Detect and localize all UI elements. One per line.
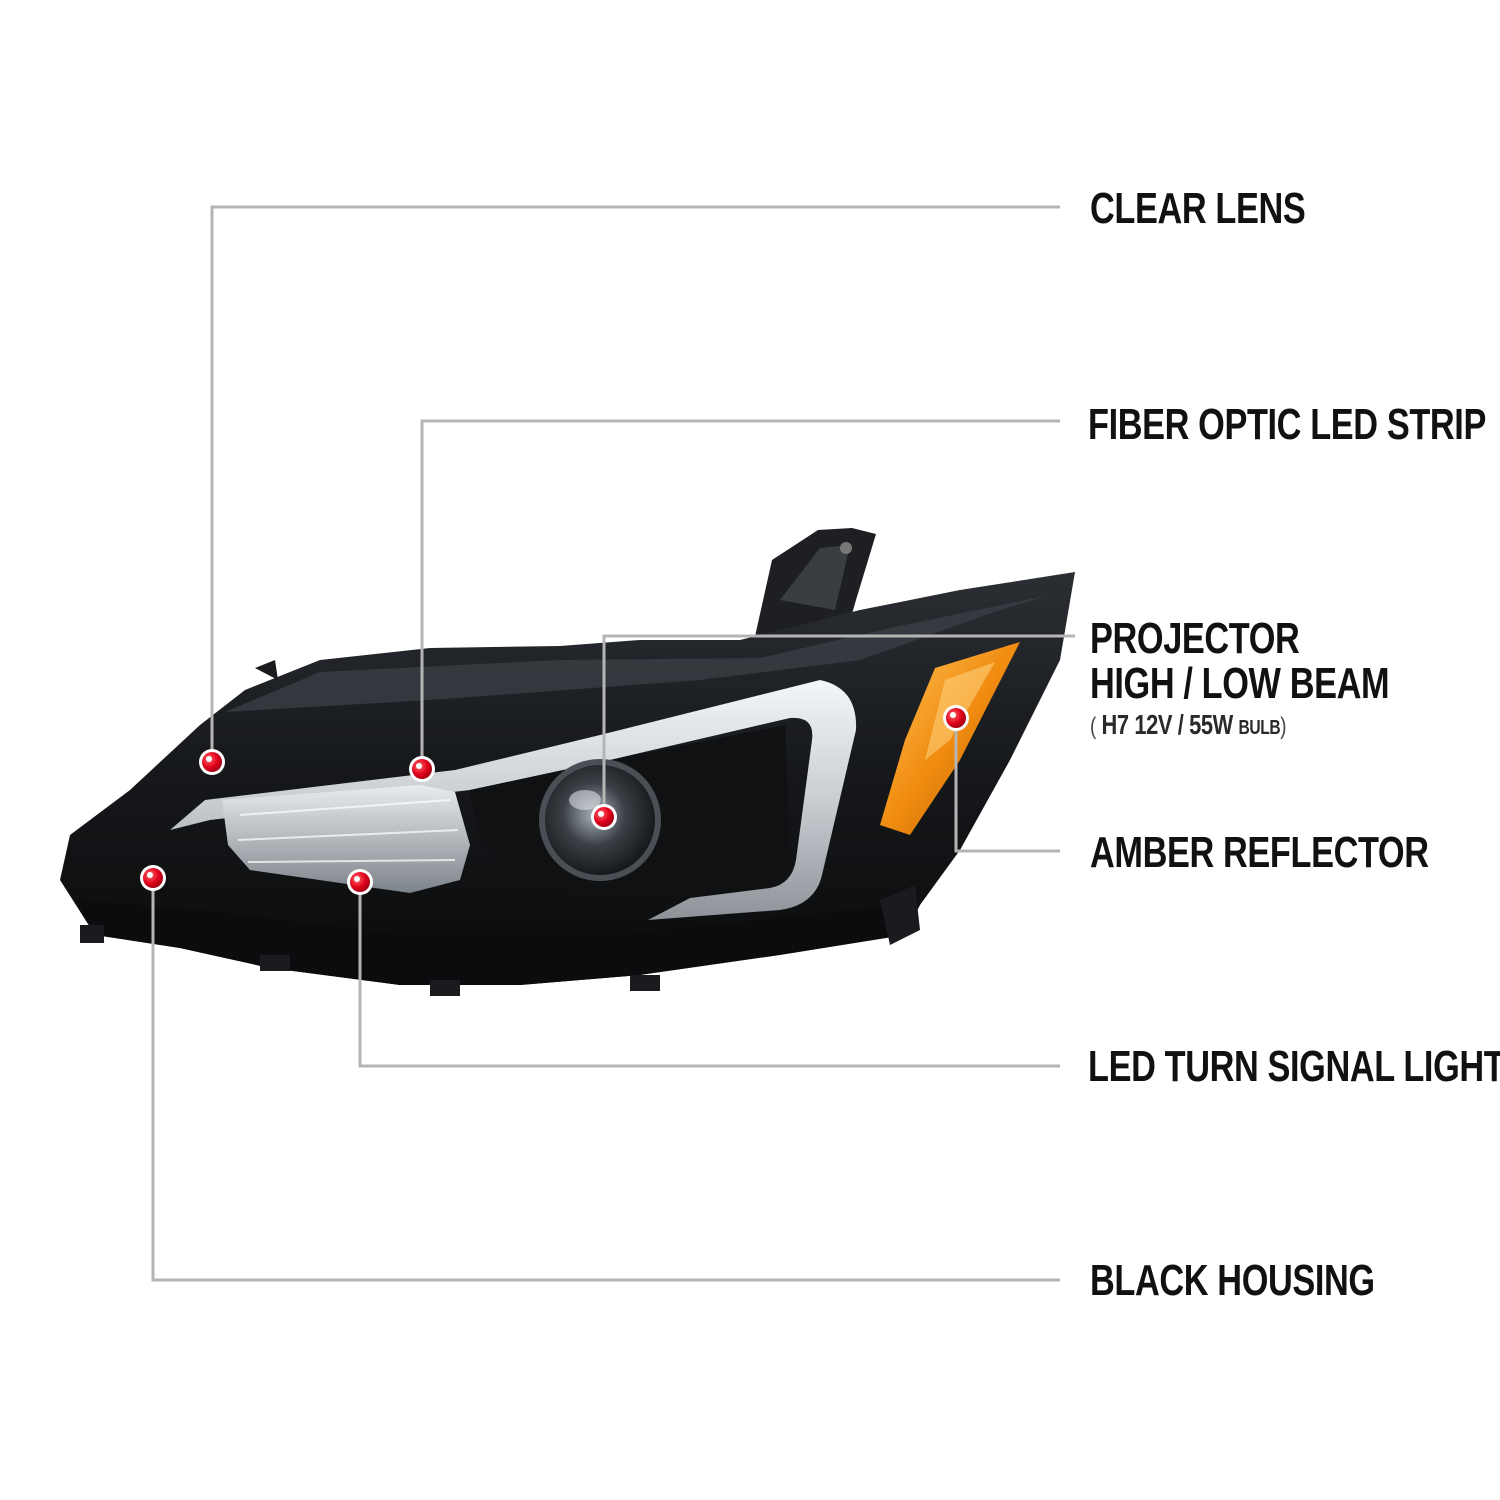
mounting-bracket-detail xyxy=(780,545,850,610)
marker-highlight-led-turn-signal xyxy=(354,876,360,882)
callout-markers xyxy=(140,705,969,895)
leader-line-black-housing xyxy=(151,878,1060,1282)
fiber-optic-strip xyxy=(170,680,857,920)
callout-leader-lines xyxy=(151,205,1075,1282)
marker-dot-projector xyxy=(594,807,614,827)
marker-dot-clear-lens xyxy=(202,752,222,772)
marker-highlight-fiber-optic xyxy=(416,763,422,769)
bulb-note-open: ( xyxy=(1090,713,1096,740)
leader-line-clear-lens xyxy=(210,205,1060,762)
marker-highlight-clear-lens xyxy=(206,756,212,762)
leader-line-fiber-optic xyxy=(420,419,1060,769)
callout-projector-bulb-note: ( H7 12V / 55W BULB) xyxy=(1090,710,1286,743)
callout-label-amber-reflector: AMBER REFLECTOR xyxy=(1090,828,1429,877)
bulb-note-spec: H7 12V / 55W xyxy=(1101,709,1234,740)
leader-line-amber-reflector xyxy=(954,718,1060,853)
marker-dot-led-turn-signal xyxy=(350,872,370,892)
clear-lens-top xyxy=(225,595,1050,712)
leader-line-projector xyxy=(602,634,1075,817)
callout-label-projector-line2: HIGH / LOW BEAM xyxy=(1090,659,1390,708)
leader-line-led-turn-signal xyxy=(358,882,1060,1068)
callout-label-black-housing: BLACK HOUSING xyxy=(1090,1256,1375,1305)
callout-label-led-turn-signal: LED TURN SIGNAL LIGHT xyxy=(1088,1042,1500,1091)
marker-highlight-black-housing xyxy=(147,872,153,878)
headlight-body xyxy=(60,528,1075,996)
bulb-note-close: ) xyxy=(1280,713,1287,740)
marker-dot-black-housing xyxy=(143,868,163,888)
marker-dot-amber-reflector xyxy=(946,708,966,728)
callout-label-clear-lens: CLEAR LENS xyxy=(1090,184,1306,233)
marker-highlight-projector xyxy=(598,811,604,817)
bulb-note-unit: BULB xyxy=(1238,717,1281,739)
marker-highlight-amber-reflector xyxy=(950,712,956,718)
callout-label-projector-line1: PROJECTOR xyxy=(1090,614,1300,663)
callout-label-fiber-optic: FIBER OPTIC LED STRIP xyxy=(1088,400,1486,449)
marker-dot-fiber-optic xyxy=(412,759,432,779)
